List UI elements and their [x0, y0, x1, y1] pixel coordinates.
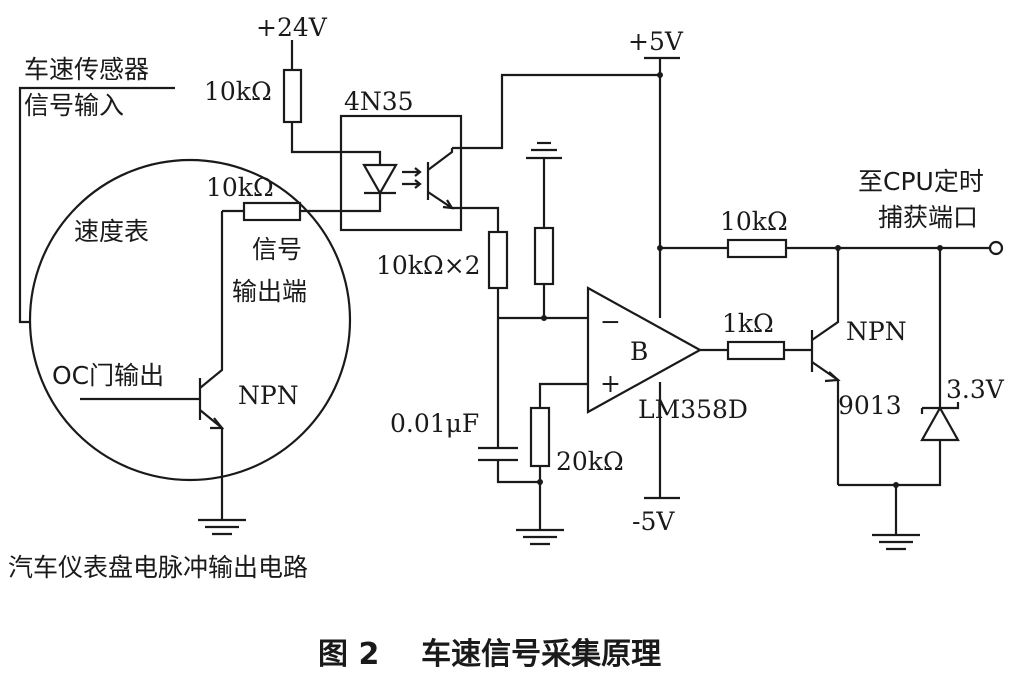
npn-transistor-9013: [810, 248, 841, 485]
label-signal-out-line1: 信号: [252, 235, 302, 264]
label-zener-value: 3.3V: [946, 375, 1005, 404]
ground-bottom-right: [872, 533, 920, 551]
label-oc-gate: OC门输出: [52, 361, 164, 390]
label-res-10k-inner: 10kΩ: [206, 173, 274, 202]
resistor-10k-divider-b: [533, 226, 555, 286]
resistor-10k-top: [282, 68, 303, 124]
label-cpu-port-line2: 捕获端口: [878, 203, 978, 232]
cpu-port-terminal: [988, 240, 1004, 256]
label-opamp-name: B: [630, 337, 648, 366]
label-sensor-line1: 车速传感器: [24, 55, 149, 84]
figure-caption: 图 2 车速信号采集原理: [318, 637, 661, 672]
label-npn-inner: NPN: [238, 381, 299, 410]
opto-emitter-wire: [452, 206, 500, 232]
zener-diode-3v3: [920, 402, 960, 442]
resistor-20k: [529, 406, 551, 468]
ground-top: [526, 141, 562, 160]
label-res-10k-x2: 10kΩ×2: [376, 251, 481, 280]
opamp-lm358d: [586, 286, 703, 414]
npn-transistor-inner: [80, 355, 225, 520]
ground-inner: [198, 518, 246, 536]
label-optocoupler: 4N35: [344, 87, 414, 116]
optocoupler-4n35: [339, 114, 463, 232]
resistor-10k-divider-a: [487, 230, 509, 290]
label-neg-supply: -5V: [632, 507, 675, 536]
resistor-10k-inner: [242, 201, 302, 222]
label-dashboard-circuit: 汽车仪表盘电脉冲输出电路: [8, 553, 308, 582]
label-sensor-line2: 信号输入: [24, 91, 124, 120]
resistor-10k-right: [726, 238, 788, 259]
label-speedometer: 速度表: [74, 217, 149, 246]
label-opamp-part: LM358D: [638, 395, 748, 424]
resistor-1k: [726, 340, 786, 361]
label-res-10k-right: 10kΩ: [720, 207, 788, 236]
label-cap-value: 0.01μF: [390, 409, 479, 438]
label-cpu-port-line1: 至CPU定时: [858, 167, 984, 196]
label-res-1k: 1kΩ: [722, 309, 774, 338]
opto-collector-wire: [452, 73, 662, 150]
label-signal-out-line2: 输出端: [232, 277, 307, 306]
speedometer-circle: [28, 158, 352, 482]
label-opamp-minus: −: [600, 307, 621, 336]
label-supply-5v: +5V: [628, 27, 684, 56]
label-opamp-plus: +: [600, 369, 621, 398]
label-supply-24v: +24V: [256, 13, 328, 42]
sensor-input-wire: [18, 86, 175, 324]
ground-bottom-left: [516, 528, 564, 546]
label-res-20k: 20kΩ: [556, 447, 624, 476]
noninverting-input-wire: [538, 382, 588, 408]
capacitor-001uf: [478, 446, 518, 462]
label-transistor-part: 9013: [838, 391, 902, 420]
label-npn-out: NPN: [846, 317, 907, 346]
label-res-10k-top: 10kΩ: [204, 77, 272, 106]
